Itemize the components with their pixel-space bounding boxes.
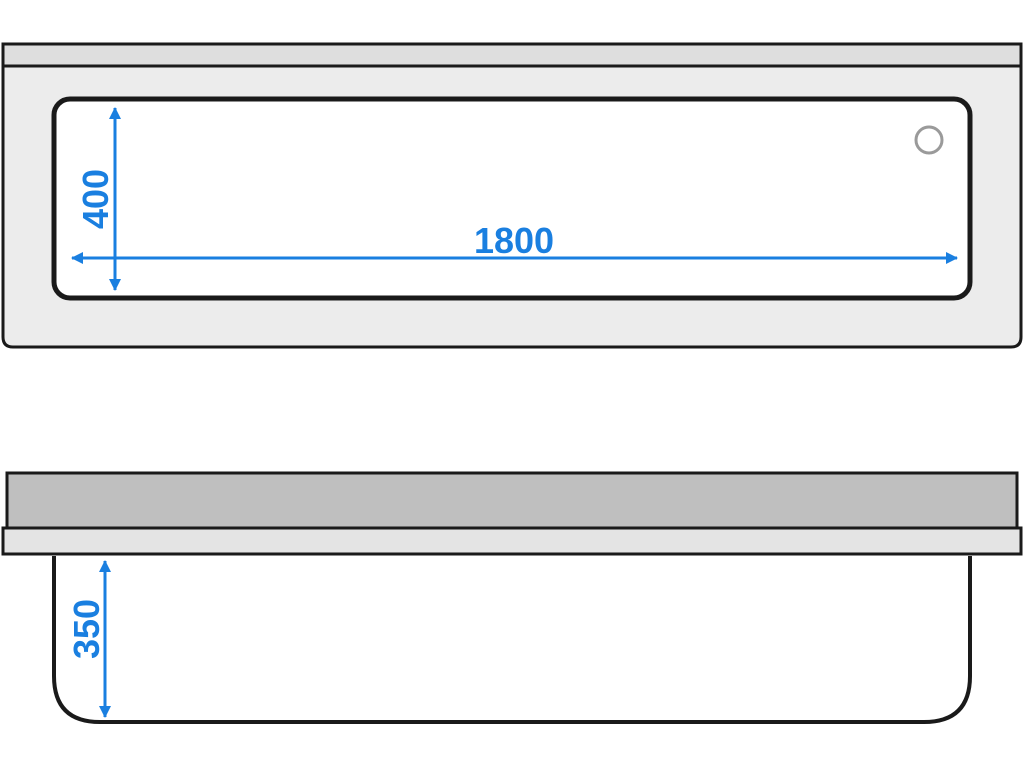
depth-dimension-label: 350 — [66, 599, 107, 659]
front-view: 350 — [1, 471, 1023, 724]
width-dimension-label: 400 — [75, 169, 116, 229]
top-view: 400 1800 — [1, 42, 1023, 349]
top-view-back-upstand — [1, 42, 1023, 68]
length-dimension-label: 1800 — [474, 220, 554, 261]
top-view-basin — [51, 96, 973, 301]
drain-hole-icon — [914, 125, 944, 155]
front-view-worktop-edge — [1, 526, 1023, 556]
front-view-bowl — [52, 556, 972, 724]
front-view-upstand — [5, 471, 1019, 530]
